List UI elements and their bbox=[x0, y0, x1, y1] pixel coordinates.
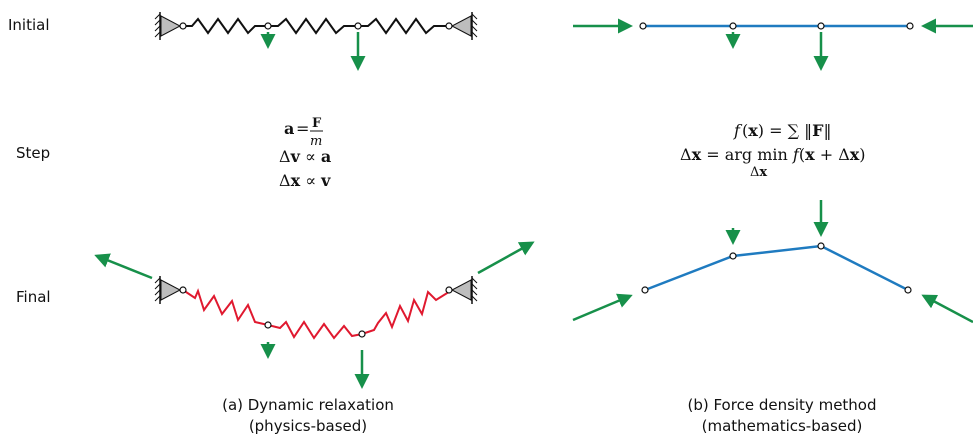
right-caption-line1: (b) Force density method bbox=[687, 396, 876, 414]
left-final-spring bbox=[182, 288, 453, 340]
left-initial-nodes bbox=[179, 22, 453, 30]
svg-text:=: = bbox=[296, 119, 309, 138]
row-label-final: Final bbox=[16, 288, 51, 306]
right-final-end-arrow-left bbox=[572, 293, 633, 322]
left-initial-supports bbox=[154, 12, 478, 40]
right-final-nodes bbox=[641, 242, 912, 294]
right-final-end-arrow-right bbox=[921, 294, 973, 324]
svg-text:f: f bbox=[733, 121, 743, 140]
right-caption-line2: (mathematics-based) bbox=[702, 417, 863, 435]
left-caption-line1: (a) Dynamic relaxation bbox=[222, 396, 394, 414]
left-initial-spring bbox=[183, 17, 452, 35]
row-label-initial: Initial bbox=[8, 16, 50, 34]
svg-text:F: F bbox=[312, 116, 322, 131]
svg-text:Δx: Δx bbox=[750, 165, 767, 180]
left-equations: a = F m Δv ∝ a Δx ∝ v bbox=[279, 116, 331, 190]
left-caption-line2: (physics-based) bbox=[249, 417, 367, 435]
left-final-supports bbox=[154, 276, 478, 304]
left-final-nodes bbox=[179, 286, 453, 338]
right-initial-nodes bbox=[639, 22, 914, 30]
right-equations: f (x) = ∑ ‖F‖ Δx = arg min f(x + Δx) Δx bbox=[680, 121, 866, 180]
svg-text:a: a bbox=[284, 119, 294, 138]
svg-text:Δx = arg min f(x + Δx): Δx = arg min f(x + Δx) bbox=[680, 145, 866, 164]
svg-text:(x) = ∑ ‖F‖: (x) = ∑ ‖F‖ bbox=[742, 121, 831, 140]
svg-text:m: m bbox=[310, 134, 322, 149]
svg-text:Δv ∝ a: Δv ∝ a bbox=[279, 147, 331, 166]
right-final-cable bbox=[644, 244, 909, 292]
left-final-reaction-arrow-left bbox=[94, 253, 153, 280]
row-label-step: Step bbox=[16, 144, 50, 162]
svg-text:Δx ∝ v: Δx ∝ v bbox=[279, 171, 331, 190]
left-final-reaction-arrow-right bbox=[477, 241, 535, 275]
